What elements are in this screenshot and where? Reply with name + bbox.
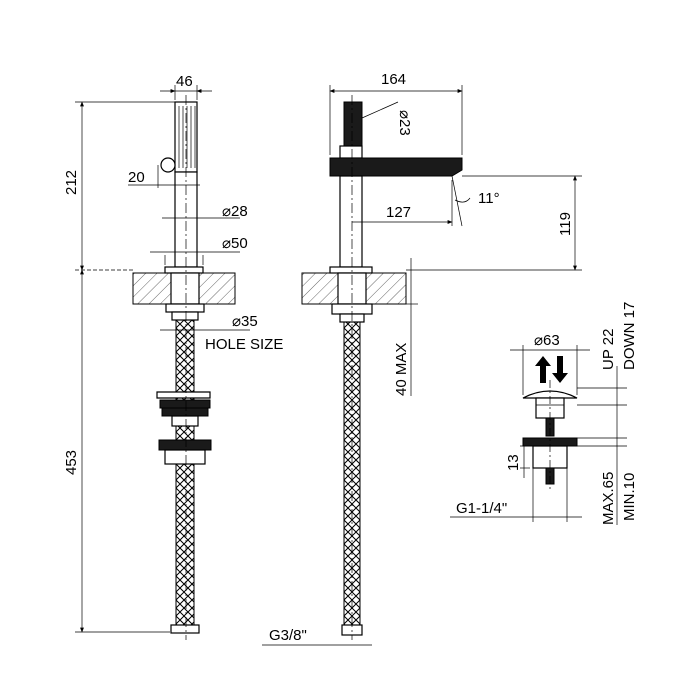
side-handle	[343, 101, 363, 147]
front-view	[132, 95, 236, 640]
front-nut	[165, 303, 205, 313]
front-nut-2	[171, 311, 199, 321]
side-deck-left	[301, 272, 339, 305]
front-fixing-4	[171, 415, 199, 427]
front-hose	[175, 319, 195, 626]
down-arrow-icon	[552, 356, 568, 383]
front-lever-knob	[160, 157, 176, 173]
front-deck-right	[198, 272, 236, 305]
dim-front-lever: 20	[128, 169, 145, 186]
dim-front-width: 46	[176, 73, 193, 90]
dim-hole-size-label: HOLE SIZE	[205, 336, 283, 353]
front-fixing-1	[156, 391, 211, 399]
dim-front-height: 212	[63, 170, 80, 195]
dim-waste-max: MAX.65	[600, 472, 617, 525]
dim-waste-13: 13	[505, 454, 522, 471]
side-body	[339, 175, 363, 268]
front-fixing-2	[159, 399, 211, 409]
dim-waste-diameter: ⌀63	[534, 332, 560, 349]
dim-hole-diameter: ⌀35	[232, 313, 258, 330]
front-deck-left	[132, 272, 172, 305]
up-arrow-icon	[535, 356, 551, 383]
front-fixing-6	[164, 449, 206, 465]
dim-side-reach: 164	[381, 71, 406, 88]
dim-waste-down: DOWN 17	[621, 302, 638, 370]
front-dimensions: 46 212 20 ⌀28 ⌀50 ⌀35 HOLE SIZE 453	[63, 73, 283, 633]
front-shank	[170, 272, 200, 305]
front-fixing-3	[161, 407, 209, 417]
side-dimensions: 164 ⌀23 127 11° 119 40 MAX G3/8"	[262, 71, 582, 646]
front-fixing-5	[158, 439, 212, 451]
dim-handle-diameter: ⌀23	[396, 110, 413, 136]
side-deck-right	[365, 272, 407, 305]
dim-spout-reach: 127	[386, 204, 411, 221]
dim-base-diameter: ⌀50	[222, 235, 248, 252]
front-handle-ribs	[178, 106, 196, 168]
side-base	[329, 266, 373, 274]
dim-waste-min: MIN.10	[621, 473, 638, 521]
dim-below-deck: 453	[63, 450, 80, 475]
front-end-fitting	[170, 624, 200, 634]
waste-dimensions: ⌀63 UP 22 DOWN 17 13 G1-1/4" MAX.65 MIN.…	[450, 302, 638, 525]
waste-detail	[522, 356, 578, 490]
side-view	[301, 95, 463, 640]
waste-cap	[522, 390, 578, 399]
dim-spout-height: 119	[557, 212, 574, 236]
dim-spout-angle: 11°	[478, 190, 500, 207]
dim-waste-thread: G1-1/4"	[456, 500, 507, 517]
dim-body-diameter: ⌀28	[222, 203, 248, 220]
front-base	[164, 266, 204, 274]
dim-connection-thread: G3/8"	[269, 627, 307, 644]
dim-max-deck: 40 MAX	[393, 343, 410, 396]
dim-waste-up: UP 22	[600, 329, 617, 370]
side-spout	[329, 157, 463, 177]
side-handle-stem	[339, 145, 363, 159]
